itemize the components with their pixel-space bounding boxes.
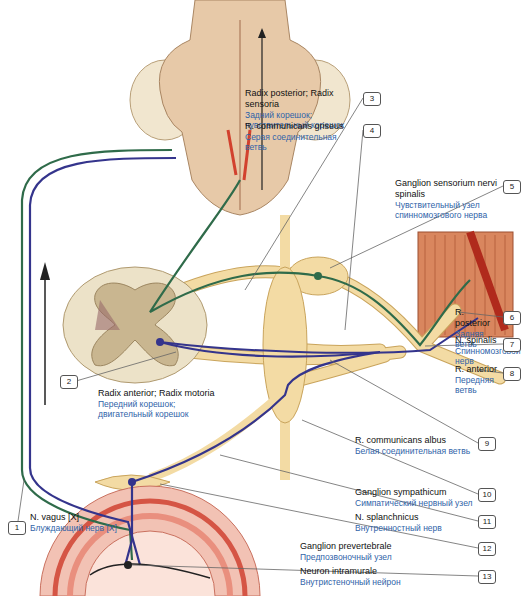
russian-term: Внутренностный нерв [355,523,475,533]
ganglion-neuron [128,478,136,486]
callout-number: 7 [503,338,521,352]
latin-term: N. spinalis [455,335,501,346]
gut-wall [40,486,260,596]
latin-term: Ganglion sensorium nervi spinalis [395,178,500,200]
russian-term: Предпозвоночный узел [300,552,470,562]
motor-fiber [125,342,380,566]
latin-term: Radix posterior; Radix sensoria [245,88,360,110]
callout-number: 5 [503,180,521,194]
callout-label: 10Ganglion sympathicumСимпатический нерв… [355,487,475,508]
latin-term: R. posterior [455,307,501,329]
arrow-head [40,262,50,280]
leader-line [345,130,363,330]
callout-label: 1N. vagus [X]Блуждающий нерв [X] [30,512,140,533]
russian-term: Внутристеночный нейрон [300,577,470,587]
latin-term: R. communicans albus [355,435,475,446]
russian-term: Передний корешок; двигательный корешок [98,399,223,419]
callout-number: 4 [363,124,381,138]
gut-lumen [85,531,215,596]
russian-term: Передняя ветвь [455,375,501,395]
latin-term: N. splanchnicus [355,512,475,523]
gut-muscle-layer [55,501,245,596]
russian-term: Симпатический нервный узел [355,498,475,508]
vagus-motor-fiber [30,158,176,565]
callout-number: 8 [503,367,521,381]
intramural-fiber [90,564,210,578]
leader-line [245,98,363,290]
somatic-motor-fiber [160,318,478,353]
callout-label: 5Ganglion sensorium nervi spinalisЧувств… [395,178,500,220]
leader-lines [17,98,503,576]
latin-term: R. anterior [455,364,501,375]
callout-number: 1 [8,521,26,535]
callout-number: 2 [60,375,78,389]
russian-term: Чувствительный узел спинномозгового нерв… [395,200,500,220]
leader-line [76,352,176,381]
callout-number: 3 [363,92,381,106]
callout-label: 4R. communicans griseusСерая соединитель… [245,121,360,152]
spinal-cord [63,267,207,383]
callout-label: 12Ganglion prevertebraleПредпозвоночный … [300,541,470,562]
brainstem [159,0,320,215]
callout-number: 9 [478,437,496,451]
latin-term: Ganglion sympathicum [355,487,475,498]
gray-matter [92,283,178,366]
leader-line [132,565,478,576]
callout-number: 12 [478,542,496,556]
callout-label: 13Neuron intramuraleВнутристеночный нейр… [300,566,470,587]
callout-number: 13 [478,570,496,584]
latin-term: Ganglion prevertebrale [300,541,470,552]
russian-term: Серая соединительная ветвь [245,132,360,152]
vagus-sensory-fiber [22,150,172,560]
latin-term: N. vagus [X] [30,512,140,523]
latin-term: Neuron intramurale [300,566,470,577]
russian-term: Белая соединительная ветвь [355,446,475,456]
arrow-head [258,28,266,38]
large-arrow [44,270,46,405]
callout-label: 7N. spinalisСпинномозговой нерв [455,335,501,366]
callout-number: 11 [478,515,496,529]
leader-line [458,312,503,317]
russian-term: Спинномозговой нерв [455,346,501,366]
callout-label: 9R. communicans albusБелая соединительна… [355,435,475,456]
leader-line [160,484,478,548]
russian-term: Блуждающий нерв [X] [30,523,140,533]
sensory-neuron [314,272,322,280]
callout-number: 10 [478,488,496,502]
motor-neuron [156,338,164,346]
latin-term: R. communicans griseus [245,121,360,132]
callout-label: 2Radix anterior; Radix motoriaПередний к… [98,388,223,419]
callout-label: 8R. anteriorПередняя ветвь [455,364,501,395]
callout-label: 11N. splanchnicusВнутренностный нерв [355,512,475,533]
latin-term: Radix anterior; Radix motoria [98,388,223,399]
callout-number: 6 [503,311,521,325]
cord-tract [95,300,120,330]
intramural-neuron [124,561,132,569]
leader-line [220,455,478,521]
